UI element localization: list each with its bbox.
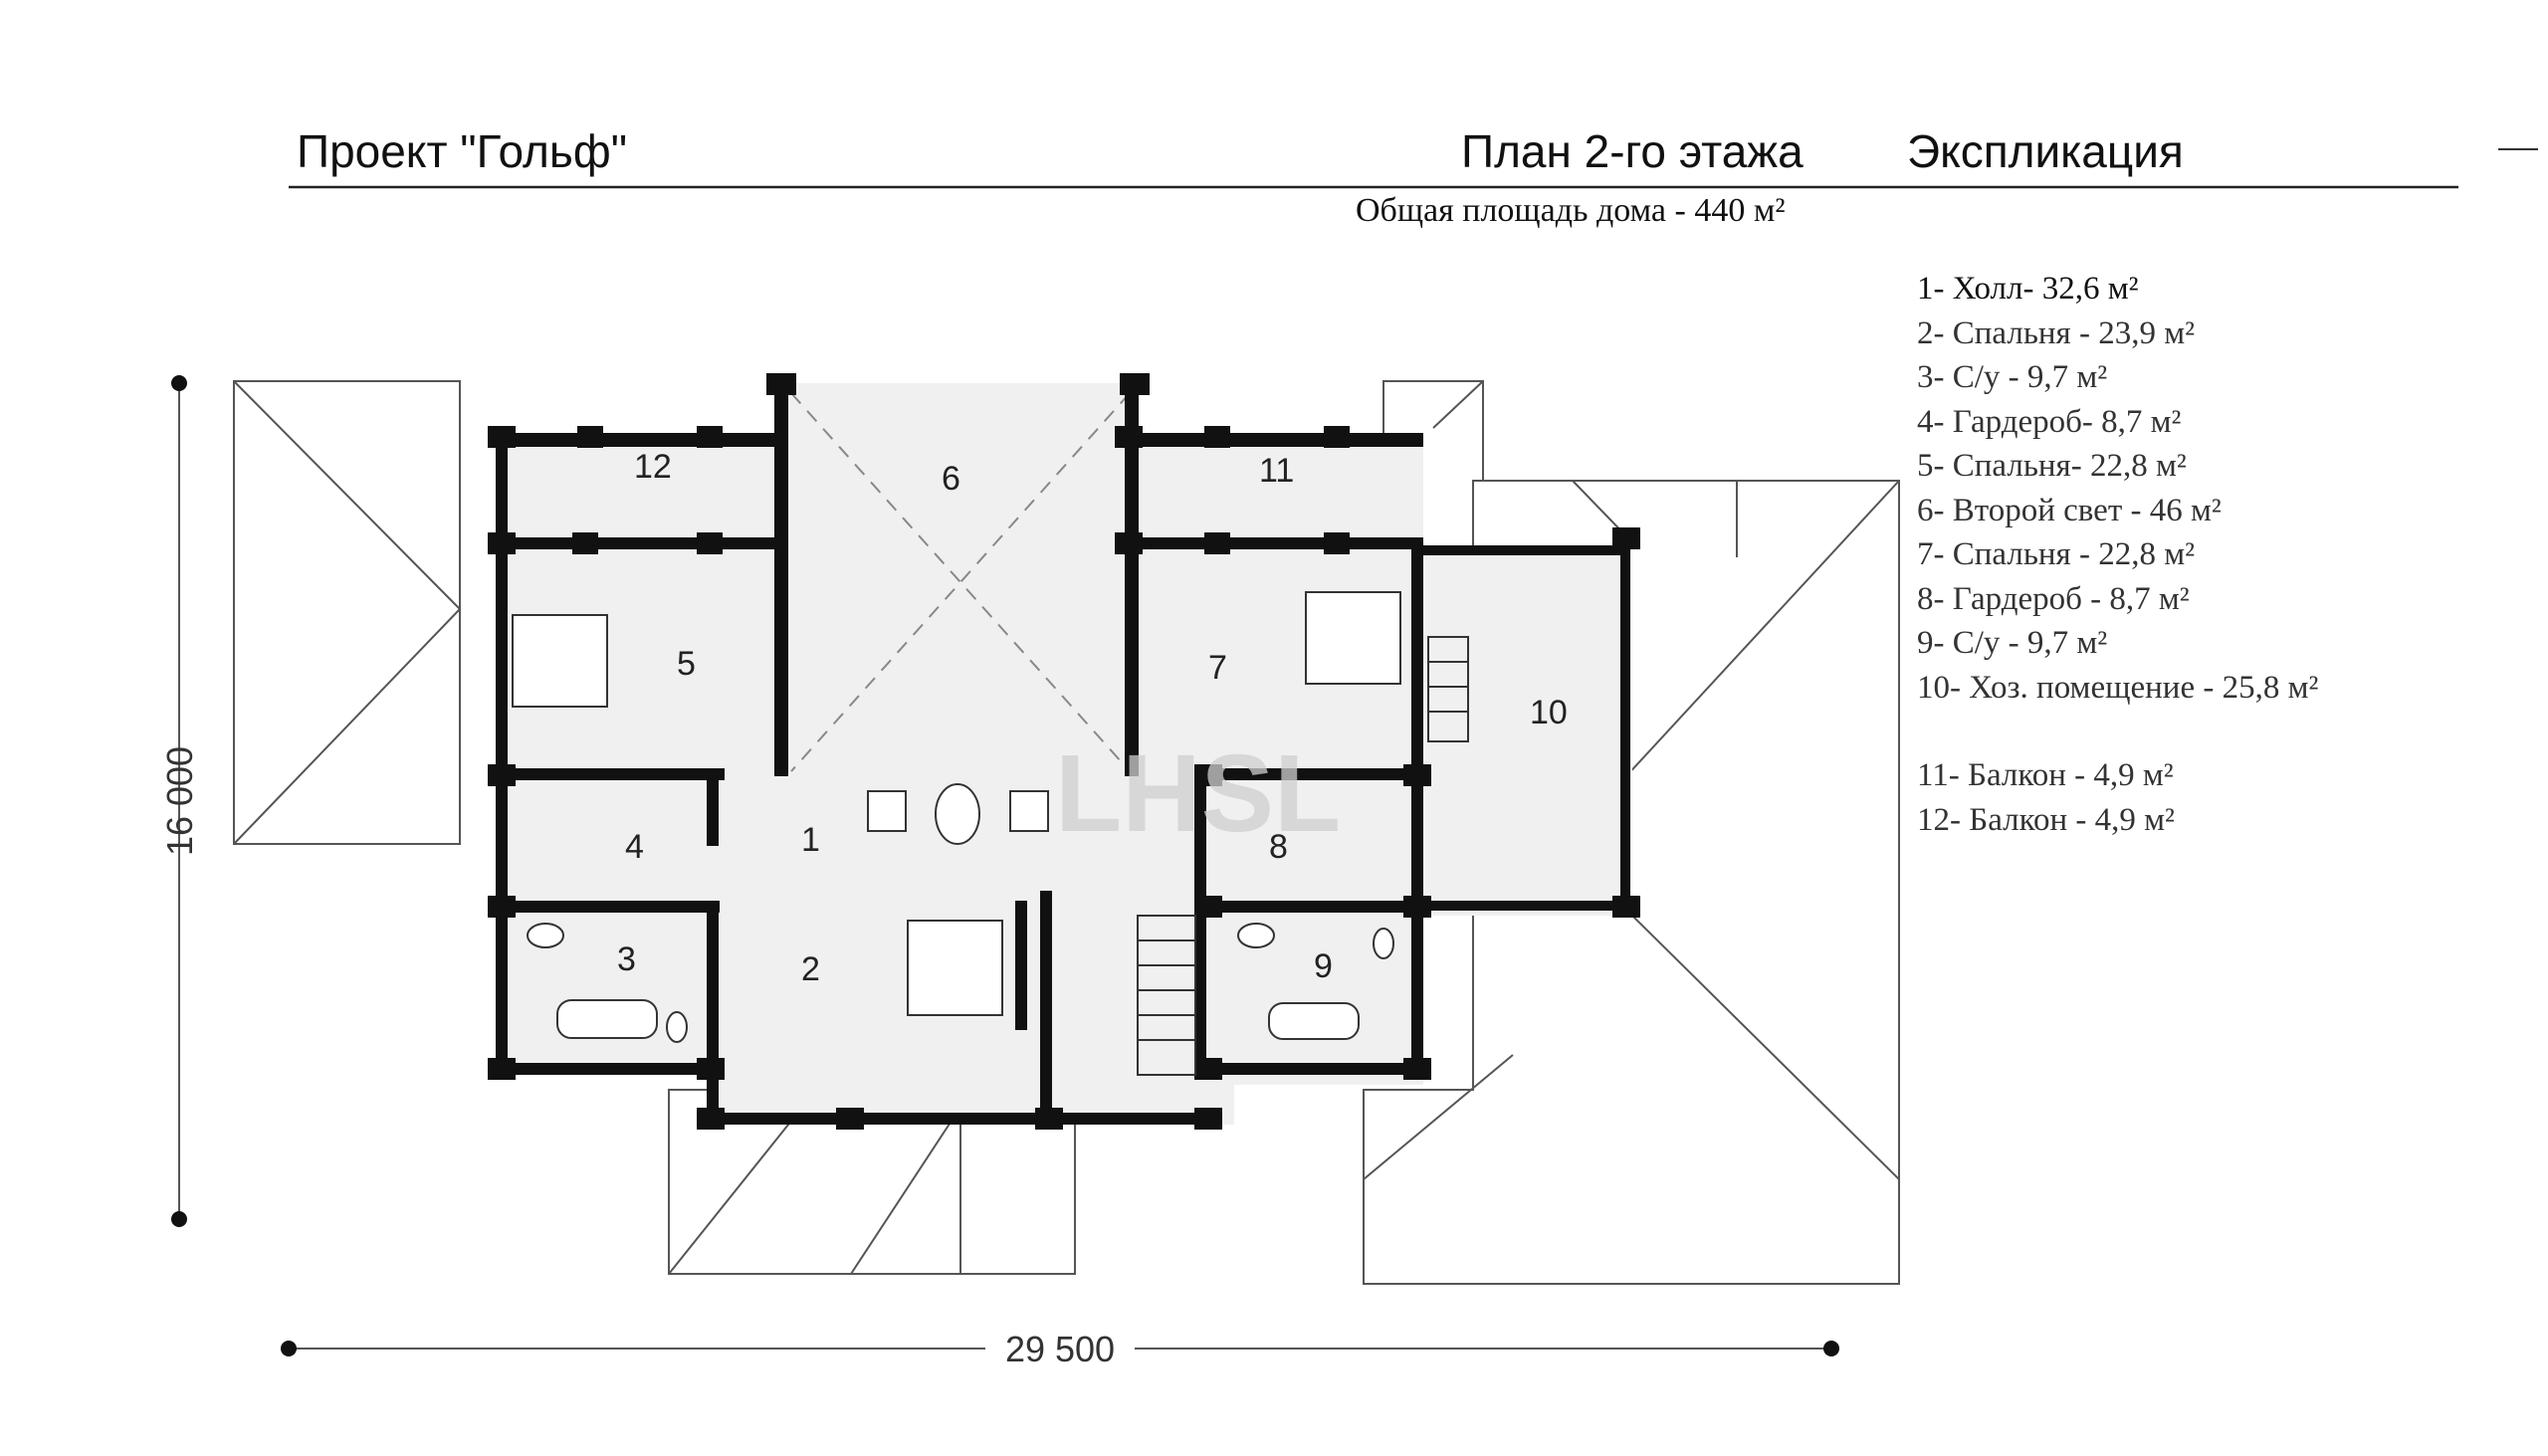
width-dimension: 29 500 xyxy=(281,1329,1839,1369)
chair-left xyxy=(867,790,907,832)
room-number: 10 xyxy=(1530,694,1568,731)
toilet-room-9 xyxy=(1373,928,1394,959)
room-number: 3 xyxy=(617,940,636,978)
room-number: 12 xyxy=(634,448,672,486)
room-number: 11 xyxy=(1259,452,1294,490)
bed-room-2 xyxy=(907,920,1003,1016)
bed-room-5 xyxy=(512,614,608,708)
log-ends xyxy=(488,373,1640,1130)
toilet-room-3 xyxy=(666,1011,688,1043)
room-number: 8 xyxy=(1269,828,1288,866)
legend-item: 8- Гардероб - 8,7 м² xyxy=(1917,580,2190,617)
legend-item: 3- С/у - 9,7 м² xyxy=(1917,359,2108,395)
legend-item: 6- Второй свет - 46 м² xyxy=(1917,492,2222,528)
staircase xyxy=(1137,636,1469,1076)
room-number: 5 xyxy=(677,645,696,683)
plan-title: План 2-го этажа xyxy=(1461,125,1804,177)
room-number: 6 xyxy=(942,460,960,498)
room-number: 4 xyxy=(625,828,644,866)
legend-item: 12- Балкон - 4,9 м² xyxy=(1917,801,2175,838)
room-numbers: 1 2 3 4 5 6 7 8 9 10 11 12 xyxy=(617,448,1568,988)
dimension-width-label: 29 500 xyxy=(1005,1329,1115,1369)
total-area: Общая площадь дома - 440 м² xyxy=(1356,192,1786,229)
legend-gap xyxy=(1917,710,2318,753)
chair-right xyxy=(1009,790,1049,832)
height-dimension: 16 000 xyxy=(159,375,200,1227)
room-number: 2 xyxy=(801,950,820,988)
legend-item: 1- Холл- 32,6 м² xyxy=(1917,271,2139,307)
room-number: 1 xyxy=(801,821,820,859)
legend-item: 10- Хоз. помещение - 25,8 м² xyxy=(1917,669,2319,706)
bathtub-room-3 xyxy=(556,999,658,1039)
legend-item: 5- Спальня- 22,8 м² xyxy=(1917,448,2187,484)
legend-item: 2- Спальня - 23,9 м² xyxy=(1917,314,2195,351)
legend-item: 11- Балкон - 4,9 м² xyxy=(1917,757,2174,793)
coffee-table xyxy=(935,783,980,845)
room-number: 9 xyxy=(1314,947,1333,985)
floor-area xyxy=(498,383,1632,1125)
project-title: Проект "Гольф" xyxy=(297,125,628,177)
bathtub-room-9 xyxy=(1268,1002,1360,1040)
watermark: LHSL xyxy=(1055,732,1341,855)
bed-room-7 xyxy=(1305,591,1401,685)
explication-list: 1- Холл- 32,6 м² 2- Спальня - 23,9 м² 3-… xyxy=(1917,267,2318,842)
dimension-height-label: 16 000 xyxy=(159,746,200,856)
furniture xyxy=(512,591,1401,1043)
legend-item: 4- Гардероб- 8,7 м² xyxy=(1917,403,2182,440)
legend-item: 9- С/у - 9,7 м² xyxy=(1917,625,2108,661)
second-light-diagonals xyxy=(790,392,1131,772)
sink-room-9 xyxy=(1237,923,1275,948)
legend-item: 7- Спальня - 22,8 м² xyxy=(1917,536,2195,572)
explication-title: Экспликация xyxy=(1907,125,2184,177)
sink-room-3 xyxy=(527,923,564,948)
room-number: 7 xyxy=(1208,649,1227,687)
